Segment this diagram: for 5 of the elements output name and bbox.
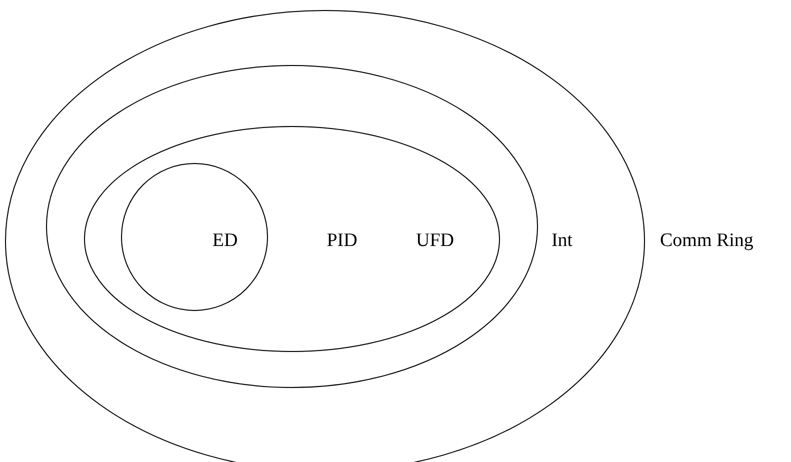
set-label: UFD — [416, 230, 454, 252]
universe-label: Comm Ring — [660, 230, 754, 252]
set-label: PID — [326, 230, 358, 252]
set-label: ED — [212, 230, 238, 252]
set-label: Int — [551, 230, 573, 252]
